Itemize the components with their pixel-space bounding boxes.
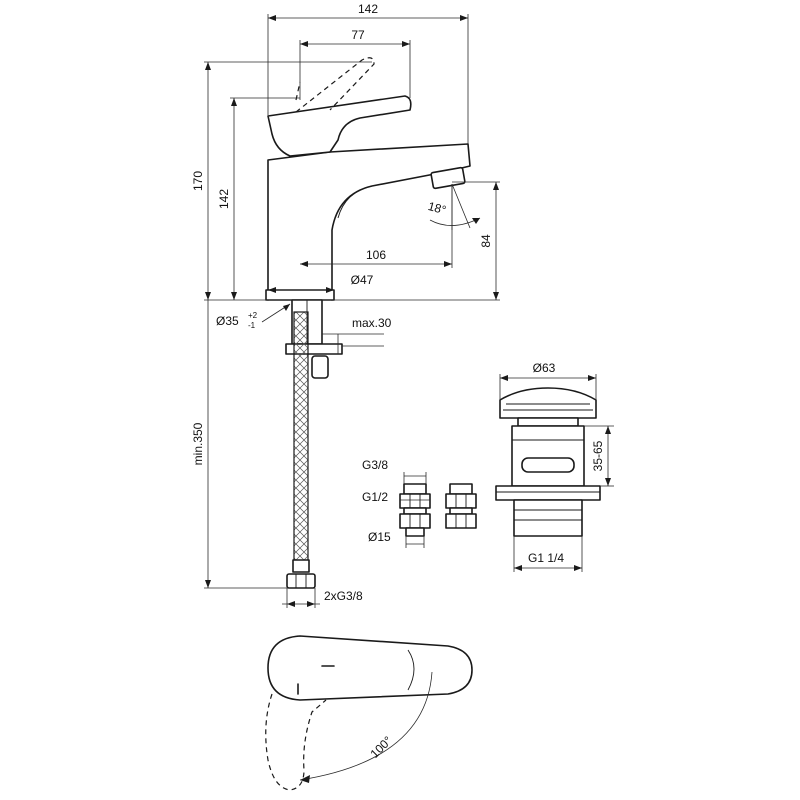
adapter-right <box>445 483 477 529</box>
dim-arrow <box>588 375 596 381</box>
dim-hose-thread: 2xG3/8 <box>324 589 363 603</box>
braided-hose <box>293 311 309 563</box>
dim-arrow <box>300 41 308 47</box>
dim-arrow <box>402 41 410 47</box>
dim-hole-diameter: Ø35 <box>216 314 239 328</box>
adapter-ring <box>403 507 427 515</box>
dim-arrow <box>605 426 611 434</box>
dim-arrow <box>472 218 480 224</box>
dim-arrow <box>574 565 582 571</box>
adapter-ring <box>449 507 473 515</box>
base-flange <box>265 289 335 301</box>
dim-arrow <box>493 182 499 190</box>
dim-waste-thread: G1 1/4 <box>528 551 564 565</box>
dim-hole-tol-plus: +2 <box>248 311 258 320</box>
lever-top-view: 100° <box>265 635 473 791</box>
spout-inner-line <box>337 185 373 219</box>
dim-outlet-height: 84 <box>479 234 493 248</box>
waste-window <box>521 457 575 473</box>
lever-raised-position-2 <box>295 81 301 101</box>
dim-arrow <box>205 62 211 70</box>
dim-arrow <box>605 478 611 486</box>
dim-waste-height: 35-65 <box>591 440 605 471</box>
waste-thread-body <box>513 499 583 537</box>
dim-arrow <box>283 304 290 311</box>
dim-spout-angle: 18° <box>426 199 447 217</box>
dim-hole-tol-minus: -1 <box>248 321 256 330</box>
dim-arrow <box>307 601 315 607</box>
dim-max-deck: max.30 <box>352 316 392 330</box>
adapter-nut <box>399 513 431 529</box>
angle-line <box>451 183 471 229</box>
hose-end-ferrule <box>292 559 310 573</box>
lever-top-contour <box>407 649 415 691</box>
dim-total-height: 170 <box>191 171 205 191</box>
lever-raised-position <box>295 57 375 113</box>
faucet-top-body <box>267 635 473 701</box>
dim-arrow <box>500 375 508 381</box>
fixing-nut <box>285 343 343 355</box>
dim-arrow <box>460 15 468 21</box>
adapter-nut <box>445 513 477 529</box>
dim-spout-height: 142 <box>217 189 231 209</box>
dim-arrow <box>205 580 211 588</box>
dim-arrow <box>268 287 276 293</box>
adapter-pipe <box>405 527 425 537</box>
dim-arrow <box>268 15 276 21</box>
hose-end-nut <box>286 573 316 589</box>
waste-spindle <box>517 417 579 427</box>
adapter-top <box>449 483 473 495</box>
dim-spout-projection: 106 <box>366 248 386 262</box>
dim-arrow <box>444 261 452 267</box>
dim-arrow <box>231 292 237 300</box>
dim-arrow <box>300 775 310 783</box>
dim-arrow <box>493 292 499 300</box>
dim-waste-cap: Ø63 <box>533 361 556 375</box>
dim-overall-width: 142 <box>358 2 378 16</box>
waste-valve: Ø63 35-65 G1 1/4 <box>495 361 614 572</box>
dim-arrow <box>326 287 334 293</box>
dim-arrow <box>300 261 308 267</box>
dim-arrow <box>205 292 211 300</box>
dim-adapter-pipe: Ø15 <box>368 530 391 544</box>
dim-lever-reach: 77 <box>351 28 365 42</box>
lever-handle <box>267 95 412 157</box>
mounting-assembly <box>285 299 343 589</box>
angle-arc <box>429 217 481 226</box>
rotation-arc <box>299 671 433 781</box>
adapter-left <box>399 483 431 537</box>
dim-adapter-outlet: G3/8 <box>362 458 388 472</box>
dim-base-diameter: Ø47 <box>351 273 374 287</box>
faucet-dimensions <box>204 14 500 608</box>
dim-arrow <box>287 601 295 607</box>
adapter-mid <box>445 493 477 509</box>
dim-arrow <box>231 98 237 106</box>
aerator <box>430 166 466 190</box>
adapter-mid <box>399 493 431 509</box>
dim-adapter-inlet: G1/2 <box>362 490 388 504</box>
lever-rotated-position <box>265 693 327 791</box>
waste-body <box>511 425 585 487</box>
dim-arrow <box>514 565 522 571</box>
faucet-labels: 142 77 170 142 84 106 18° Ø47 Ø35 +2 -1 … <box>191 2 493 603</box>
dim-min-hose: min.350 <box>191 422 205 465</box>
faucet-side-view <box>265 57 471 301</box>
inlet-connector <box>311 355 329 379</box>
dim-lever-rotation: 100° <box>367 733 395 761</box>
adapter-top <box>403 483 427 495</box>
waste-flange <box>495 485 601 501</box>
adapters: G3/8 G1/2 Ø15 <box>362 458 477 548</box>
waste-cap <box>499 387 597 419</box>
